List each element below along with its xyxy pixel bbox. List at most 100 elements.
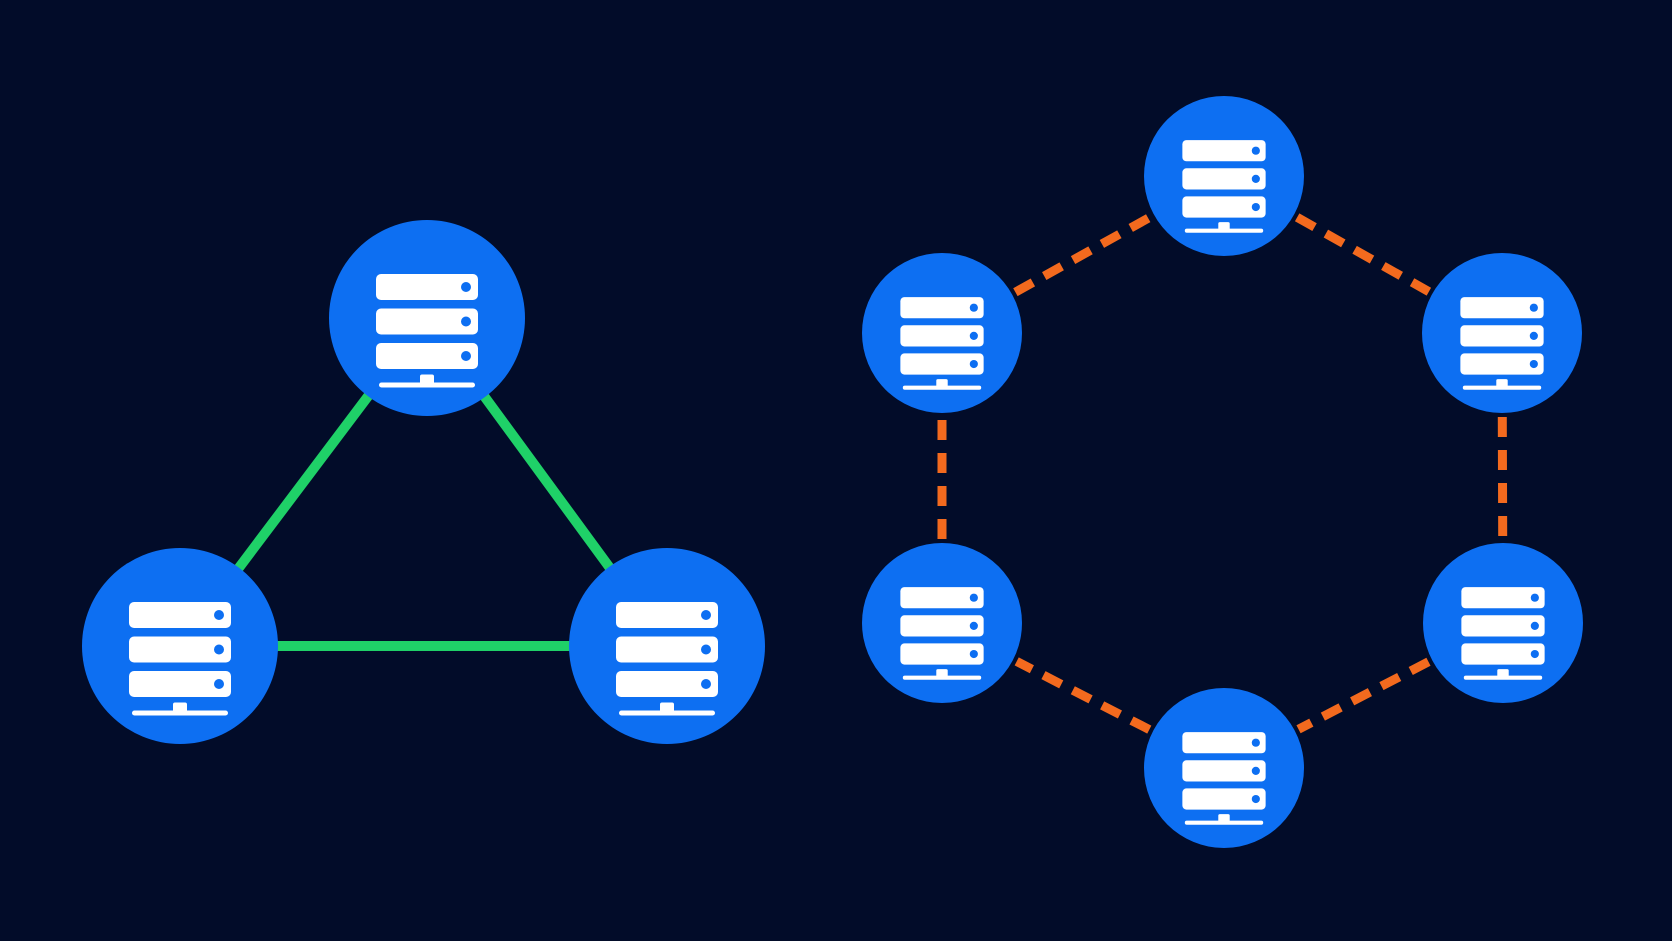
triangle-cluster-links <box>227 383 621 651</box>
network-connector <box>936 379 948 388</box>
dashed-link <box>1294 213 1432 296</box>
server-unit <box>1182 732 1266 754</box>
server-led <box>1530 621 1539 630</box>
server-unit <box>1182 168 1266 190</box>
server-led <box>969 331 978 340</box>
solid-link <box>227 383 380 581</box>
triangle-cluster-nodes <box>82 220 765 744</box>
network-bar <box>619 710 715 716</box>
network-bar <box>132 710 228 716</box>
server-led <box>1251 794 1260 804</box>
server-led <box>969 303 978 312</box>
server-led <box>1529 303 1538 312</box>
network-bar <box>1462 385 1542 390</box>
server-node <box>1422 253 1582 413</box>
server-led <box>1251 174 1260 183</box>
server-unit <box>376 308 478 335</box>
server-led <box>701 679 711 689</box>
server-led <box>1529 359 1538 369</box>
server-node <box>569 548 765 744</box>
server-stack-icon <box>616 602 718 716</box>
server-led <box>1529 331 1538 340</box>
network-connector <box>1496 379 1508 388</box>
server-stack-icon <box>1182 732 1266 825</box>
server-unit <box>616 636 718 663</box>
solid-link <box>473 384 621 580</box>
server-node <box>862 543 1022 703</box>
server-stack-icon <box>376 274 478 388</box>
server-led <box>214 644 224 655</box>
server-led <box>969 593 978 602</box>
dashed-link <box>1013 212 1153 297</box>
server-led <box>214 679 224 689</box>
network-bar <box>1463 675 1543 680</box>
server-node <box>82 548 278 744</box>
network-bar <box>902 385 982 390</box>
server-unit <box>129 602 231 628</box>
server-node <box>1423 543 1583 703</box>
server-stack-icon <box>1182 140 1266 233</box>
server-led <box>1251 202 1260 212</box>
server-unit <box>900 587 984 609</box>
network-connector <box>660 702 674 713</box>
server-unit <box>616 671 718 697</box>
server-led <box>461 282 471 292</box>
server-stack-icon <box>129 602 231 716</box>
server-led <box>461 316 471 327</box>
network-connector <box>1218 814 1230 823</box>
server-unit <box>1460 297 1544 319</box>
server-led <box>969 359 978 369</box>
server-led <box>969 621 978 630</box>
server-unit <box>1461 643 1545 665</box>
hexagon-ring-nodes <box>862 96 1583 848</box>
network-connector <box>420 374 434 385</box>
hexagon-ring-links <box>937 212 1508 734</box>
nodes-layer <box>82 96 1583 848</box>
server-unit <box>900 297 984 319</box>
network-bar <box>379 382 475 388</box>
server-stack-icon <box>900 587 984 680</box>
server-unit <box>900 325 984 347</box>
server-led <box>701 610 711 620</box>
network-bar <box>902 675 982 680</box>
server-stack-icon <box>900 297 984 390</box>
server-led <box>1251 766 1260 775</box>
server-unit <box>1182 196 1266 218</box>
network-connector <box>173 702 187 713</box>
server-led <box>969 649 978 659</box>
server-unit <box>376 274 478 300</box>
server-led <box>1530 649 1539 659</box>
server-led <box>1251 738 1260 747</box>
server-node <box>862 253 1022 413</box>
server-led <box>1530 593 1539 602</box>
server-unit <box>1461 587 1545 609</box>
server-node <box>1144 96 1304 256</box>
network-connector <box>936 669 948 678</box>
server-unit <box>1182 140 1266 162</box>
links-layer <box>227 212 1508 734</box>
network-bar <box>1184 228 1264 233</box>
dashed-link <box>1014 657 1152 734</box>
server-led <box>1251 146 1260 155</box>
server-unit <box>129 671 231 697</box>
server-node <box>1144 688 1304 848</box>
server-stack-icon <box>1461 587 1545 680</box>
network-bar <box>1184 820 1264 825</box>
server-unit <box>616 602 718 628</box>
server-led <box>214 610 224 620</box>
server-unit <box>129 636 231 663</box>
server-led <box>461 351 471 361</box>
server-unit <box>1182 788 1266 810</box>
network-connector <box>1218 222 1230 231</box>
server-unit <box>1461 615 1545 637</box>
server-unit <box>900 615 984 637</box>
server-unit <box>900 643 984 665</box>
server-unit <box>376 343 478 369</box>
server-node <box>329 220 525 416</box>
server-stack-icon <box>1460 297 1544 390</box>
server-unit <box>1460 325 1544 347</box>
dashed-link <box>1296 657 1431 734</box>
server-unit <box>900 353 984 375</box>
